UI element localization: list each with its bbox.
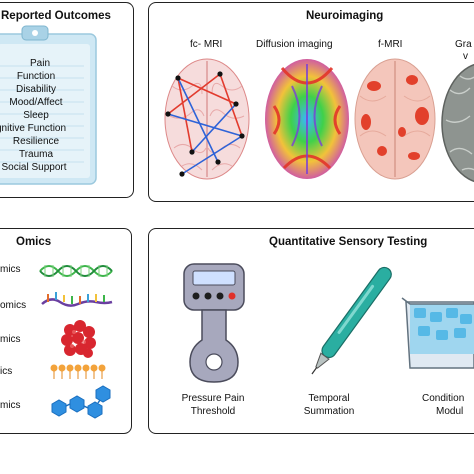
omics-row-label: mics (0, 334, 21, 345)
metabolite-hexagons-icon (51, 385, 111, 419)
omics-row-label: ics (0, 366, 13, 377)
outcome-item: Function (16, 71, 56, 82)
omics-row-label: omics (0, 300, 27, 311)
protein-structure-icon (61, 320, 96, 358)
diffusion-imaging-brain-image (265, 59, 349, 179)
neuroimaging-title: Neuroimaging (306, 10, 384, 22)
gray-matter-brain-image (441, 63, 474, 183)
gray-matter-label-2: v (463, 51, 468, 62)
outcome-item: Mood/Affect (9, 97, 63, 108)
qst-title: Quantitative Sensory Testing (269, 236, 428, 248)
pressure-pain-threshold-label: Pressure Pain (181, 393, 245, 404)
outcome-item: Social Support (1, 162, 67, 173)
conditioned-modulation-label: Condition (422, 393, 465, 404)
conditioned-modulation-bath-icon (401, 297, 474, 369)
pressure-pain-threshold-label-2: Threshold (190, 406, 236, 417)
dna-helix-icon (39, 265, 113, 277)
lipid-bilayer-icon (50, 364, 106, 379)
omics-row-label: mics (0, 264, 21, 275)
fc-mri-brain-image (164, 58, 250, 180)
diffusion-imaging-label: Diffusion imaging (256, 39, 333, 50)
conditioned-modulation-label-2: Modul (436, 406, 464, 417)
fc-mri-label: fc- MRI (190, 39, 223, 50)
outcome-item: Sleep (23, 110, 49, 121)
outcome-item: Trauma (18, 149, 54, 160)
f-mri-label: f-MRI (378, 39, 403, 50)
outcome-item: Resilience (12, 136, 60, 147)
outcome-item: Disability (15, 84, 57, 95)
temporal-summation-probe-icon (311, 266, 392, 375)
temporal-summation-label: Temporal (308, 393, 350, 404)
pressure-algometer-icon (183, 263, 245, 383)
temporal-summation-label-2: Summation (303, 406, 355, 417)
omics-row-label: mics (0, 400, 21, 411)
gray-matter-label: Gra (455, 39, 472, 50)
outcome-item: Pain (29, 58, 51, 69)
outcome-item: gnitive Function (0, 123, 67, 134)
rna-strand-icon (41, 292, 113, 307)
reported-outcomes-title: Reported Outcomes (1, 10, 111, 22)
omics-title: Omics (16, 236, 52, 248)
f-mri-brain-image (354, 58, 436, 180)
clipboard-icon (0, 25, 97, 185)
